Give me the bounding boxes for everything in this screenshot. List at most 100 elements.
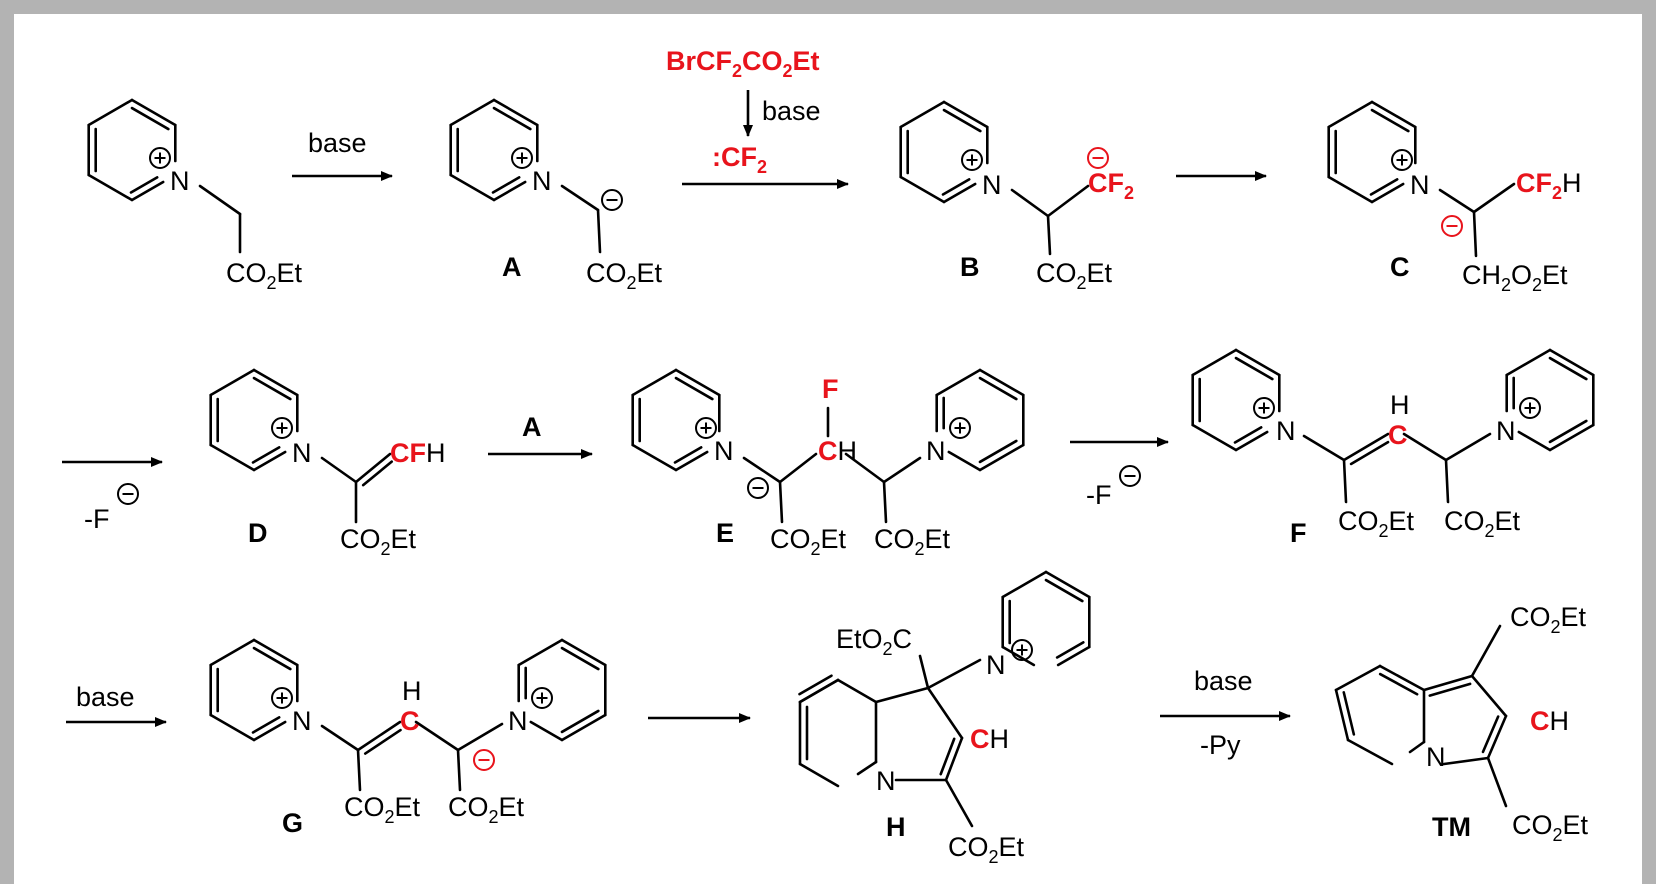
ring-F-left-bond-2-second xyxy=(1233,426,1263,444)
bond-layer xyxy=(62,90,1595,828)
pyridinium-n-H: N xyxy=(986,650,1006,680)
reagent-base-2: base xyxy=(762,96,821,126)
label-B: B xyxy=(960,252,980,282)
ring-E-right-bond-3 xyxy=(947,450,982,472)
ester-group-D: CO2Et xyxy=(340,524,417,559)
bond-c-ch2-C xyxy=(1472,210,1478,258)
ester-group-C: CH2O2Et xyxy=(1462,260,1568,295)
ring-B-bond-2 xyxy=(942,182,977,204)
ring-E-left-bond-5 xyxy=(631,368,678,397)
pyridinium-n-G-left: N xyxy=(292,706,312,736)
difluorocarbene: :CF2 xyxy=(712,142,767,177)
bond-c-co-B xyxy=(1046,214,1052,256)
bond-TM-6b xyxy=(1378,664,1426,692)
hydrogen-F: H xyxy=(1390,390,1410,420)
reagent-minus-fluoride-2: -F xyxy=(1086,480,1111,510)
ring-E-left-bond-3 xyxy=(631,443,678,472)
plus-charge-C xyxy=(1391,149,1413,171)
ring-C-bond-0 xyxy=(1370,100,1417,129)
bond-c-cf2h-C xyxy=(1472,182,1516,214)
charge-layer xyxy=(117,147,1541,771)
ester-group-TM-bottom: CO2Et xyxy=(1512,810,1589,845)
bond-c-c-F-second xyxy=(1349,440,1390,466)
ring-A-bond-2 xyxy=(492,180,527,202)
plus-charge-F-right xyxy=(1519,397,1541,419)
plus-charge-E-left xyxy=(695,417,717,439)
ring-F-right-bond-5 xyxy=(1505,348,1552,377)
bond-c-c-G-second xyxy=(363,728,402,755)
ring-E-left-bond-2-second xyxy=(673,446,703,464)
ring-B-bond-5 xyxy=(899,100,946,129)
ring-H-bond-2 xyxy=(1056,645,1091,667)
ester-group-H-top: EtO2C xyxy=(836,624,912,659)
bond-c-cf-D-second xyxy=(361,460,394,487)
plus-charge-B xyxy=(961,149,983,171)
bond-c-co-E-left xyxy=(778,480,784,524)
ring-B-bond-3 xyxy=(899,175,946,204)
bond-c-c-F xyxy=(1342,432,1390,462)
ch-group-E: CH xyxy=(818,436,857,466)
ring-A-bond-0-second xyxy=(492,106,532,131)
pyridinium-n-B: N xyxy=(982,170,1002,200)
bridgehead-n-H: N xyxy=(876,766,896,796)
ring-B-bond-2-second xyxy=(941,178,971,196)
pyridinium-n-D: N xyxy=(292,438,312,468)
ring-F-left-bond-5 xyxy=(1191,348,1238,377)
ester-group-A: CO2Et xyxy=(586,258,663,293)
cf2h-group-C: CF2H xyxy=(1516,168,1582,203)
label-TM: TM xyxy=(1432,812,1471,842)
ring-G-right-bond-5 xyxy=(517,638,564,667)
bond-c-cf2-B xyxy=(1046,184,1090,218)
ring-G-left-bond-0 xyxy=(252,638,299,667)
ch-group-TM: CH xyxy=(1530,706,1569,736)
ring-G-left-bond-2 xyxy=(252,720,287,742)
ring-E-left-bond-0-second xyxy=(674,376,714,401)
reaction-scheme: N CO2Et base N CO2Et A BrCF2CO2Et base :… xyxy=(62,46,1595,867)
bond-H-5ring-b-second xyxy=(939,737,956,776)
ester-group-H-bottom: CO2Et xyxy=(948,832,1025,867)
bond-ch-n-G xyxy=(456,722,504,752)
bond-n-c-E xyxy=(742,456,782,484)
ring-1-bond-2-second xyxy=(129,176,159,194)
bond-n-c-G xyxy=(320,724,360,752)
ring-E-right-bond-5 xyxy=(935,368,982,397)
bond-n-c-D xyxy=(320,456,358,484)
ring-H-bond-2-second xyxy=(1055,641,1085,659)
bond-H-ester-top xyxy=(918,654,930,690)
reagent-A: A xyxy=(522,412,542,442)
label-H: H xyxy=(886,812,906,842)
ring-C-bond-3 xyxy=(1327,175,1374,204)
pyridinium-n-E-left: N xyxy=(714,436,734,466)
bond-H-5ring-b xyxy=(944,736,964,782)
ring-E-right-bond-2-second xyxy=(978,439,1018,464)
bond-ch-co-G-right xyxy=(456,748,462,792)
reagent-minus-pyridine: -Py xyxy=(1200,730,1241,760)
bond-H-n xyxy=(926,658,982,690)
ester-group-E-right: CO2Et xyxy=(874,524,951,559)
label-A: A xyxy=(502,252,522,282)
ring-F-right-bond-0 xyxy=(1548,348,1595,377)
bond-TM-ester-top xyxy=(1470,624,1502,678)
bond-c-co-E-right xyxy=(882,480,888,524)
ring-A-bond-2-second xyxy=(491,176,521,194)
label-D: D xyxy=(248,518,268,548)
ring-F-left-bond-0-second xyxy=(1234,356,1274,381)
ring-F-left-bond-2 xyxy=(1234,430,1269,452)
bond-c-co-G-left xyxy=(356,748,362,792)
ring-E-right-bond-0-second xyxy=(978,376,1018,401)
bond-ch-n-E xyxy=(882,456,922,484)
reagent-base-3: base xyxy=(76,682,135,712)
minus-charge-E xyxy=(747,477,769,499)
ring-G-left-bond-5 xyxy=(209,638,256,667)
plus-charge-D xyxy=(271,417,293,439)
carbon-G: C xyxy=(400,706,420,736)
ring-G-left-bond-0-second xyxy=(252,646,292,671)
ring-E-left-bond-0 xyxy=(674,368,721,397)
bond-TM-5a xyxy=(1422,674,1474,692)
ester-group-B: CO2Et xyxy=(1036,258,1113,293)
ring-1-bond-2 xyxy=(130,180,165,202)
ring-A-bond-3 xyxy=(449,173,496,202)
bond-ch-co-F-right xyxy=(1444,458,1450,504)
ring-A-bond-0 xyxy=(492,98,539,127)
ring-C-bond-2 xyxy=(1370,182,1405,204)
